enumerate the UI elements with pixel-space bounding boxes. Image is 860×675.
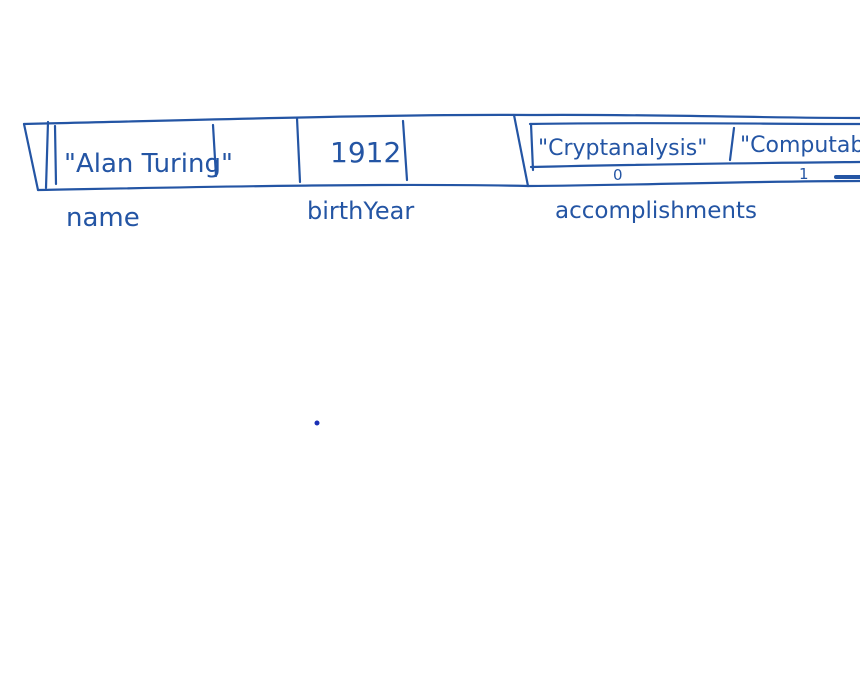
field-label-birthyear: birthYear <box>307 197 414 225</box>
name-value: "Alan Turing" <box>64 149 233 179</box>
array-element-0: "Cryptanalysis" <box>538 136 707 161</box>
field-label-accomplishments: accomplishments <box>555 198 757 224</box>
object-box-top-edge <box>22 113 860 126</box>
field-divider-birthyear-accomplishments <box>512 113 530 188</box>
birthyear-slot-right-wall <box>401 119 409 182</box>
name-slot-left-wall <box>53 124 58 186</box>
pen-cursor-dot <box>314 420 320 426</box>
array-index-1: 1 <box>799 165 809 183</box>
name-slot-right-wall <box>211 123 218 178</box>
object-box-left-edge <box>22 122 40 192</box>
field-divider-name-birthyear <box>295 116 302 184</box>
field-label-name: name <box>66 203 140 233</box>
object-box-bottom-edge <box>36 179 860 192</box>
array-element-1: "Computab <box>740 133 860 158</box>
array-top-edge <box>528 122 860 126</box>
array-slot-divider <box>728 126 736 162</box>
array-index-0: 0 <box>613 166 623 184</box>
object-box-inner-left-edge <box>44 120 50 190</box>
birthyear-value: 1912 <box>330 136 401 169</box>
array-bottom-edge <box>529 160 860 169</box>
array-left-wall <box>529 122 535 172</box>
